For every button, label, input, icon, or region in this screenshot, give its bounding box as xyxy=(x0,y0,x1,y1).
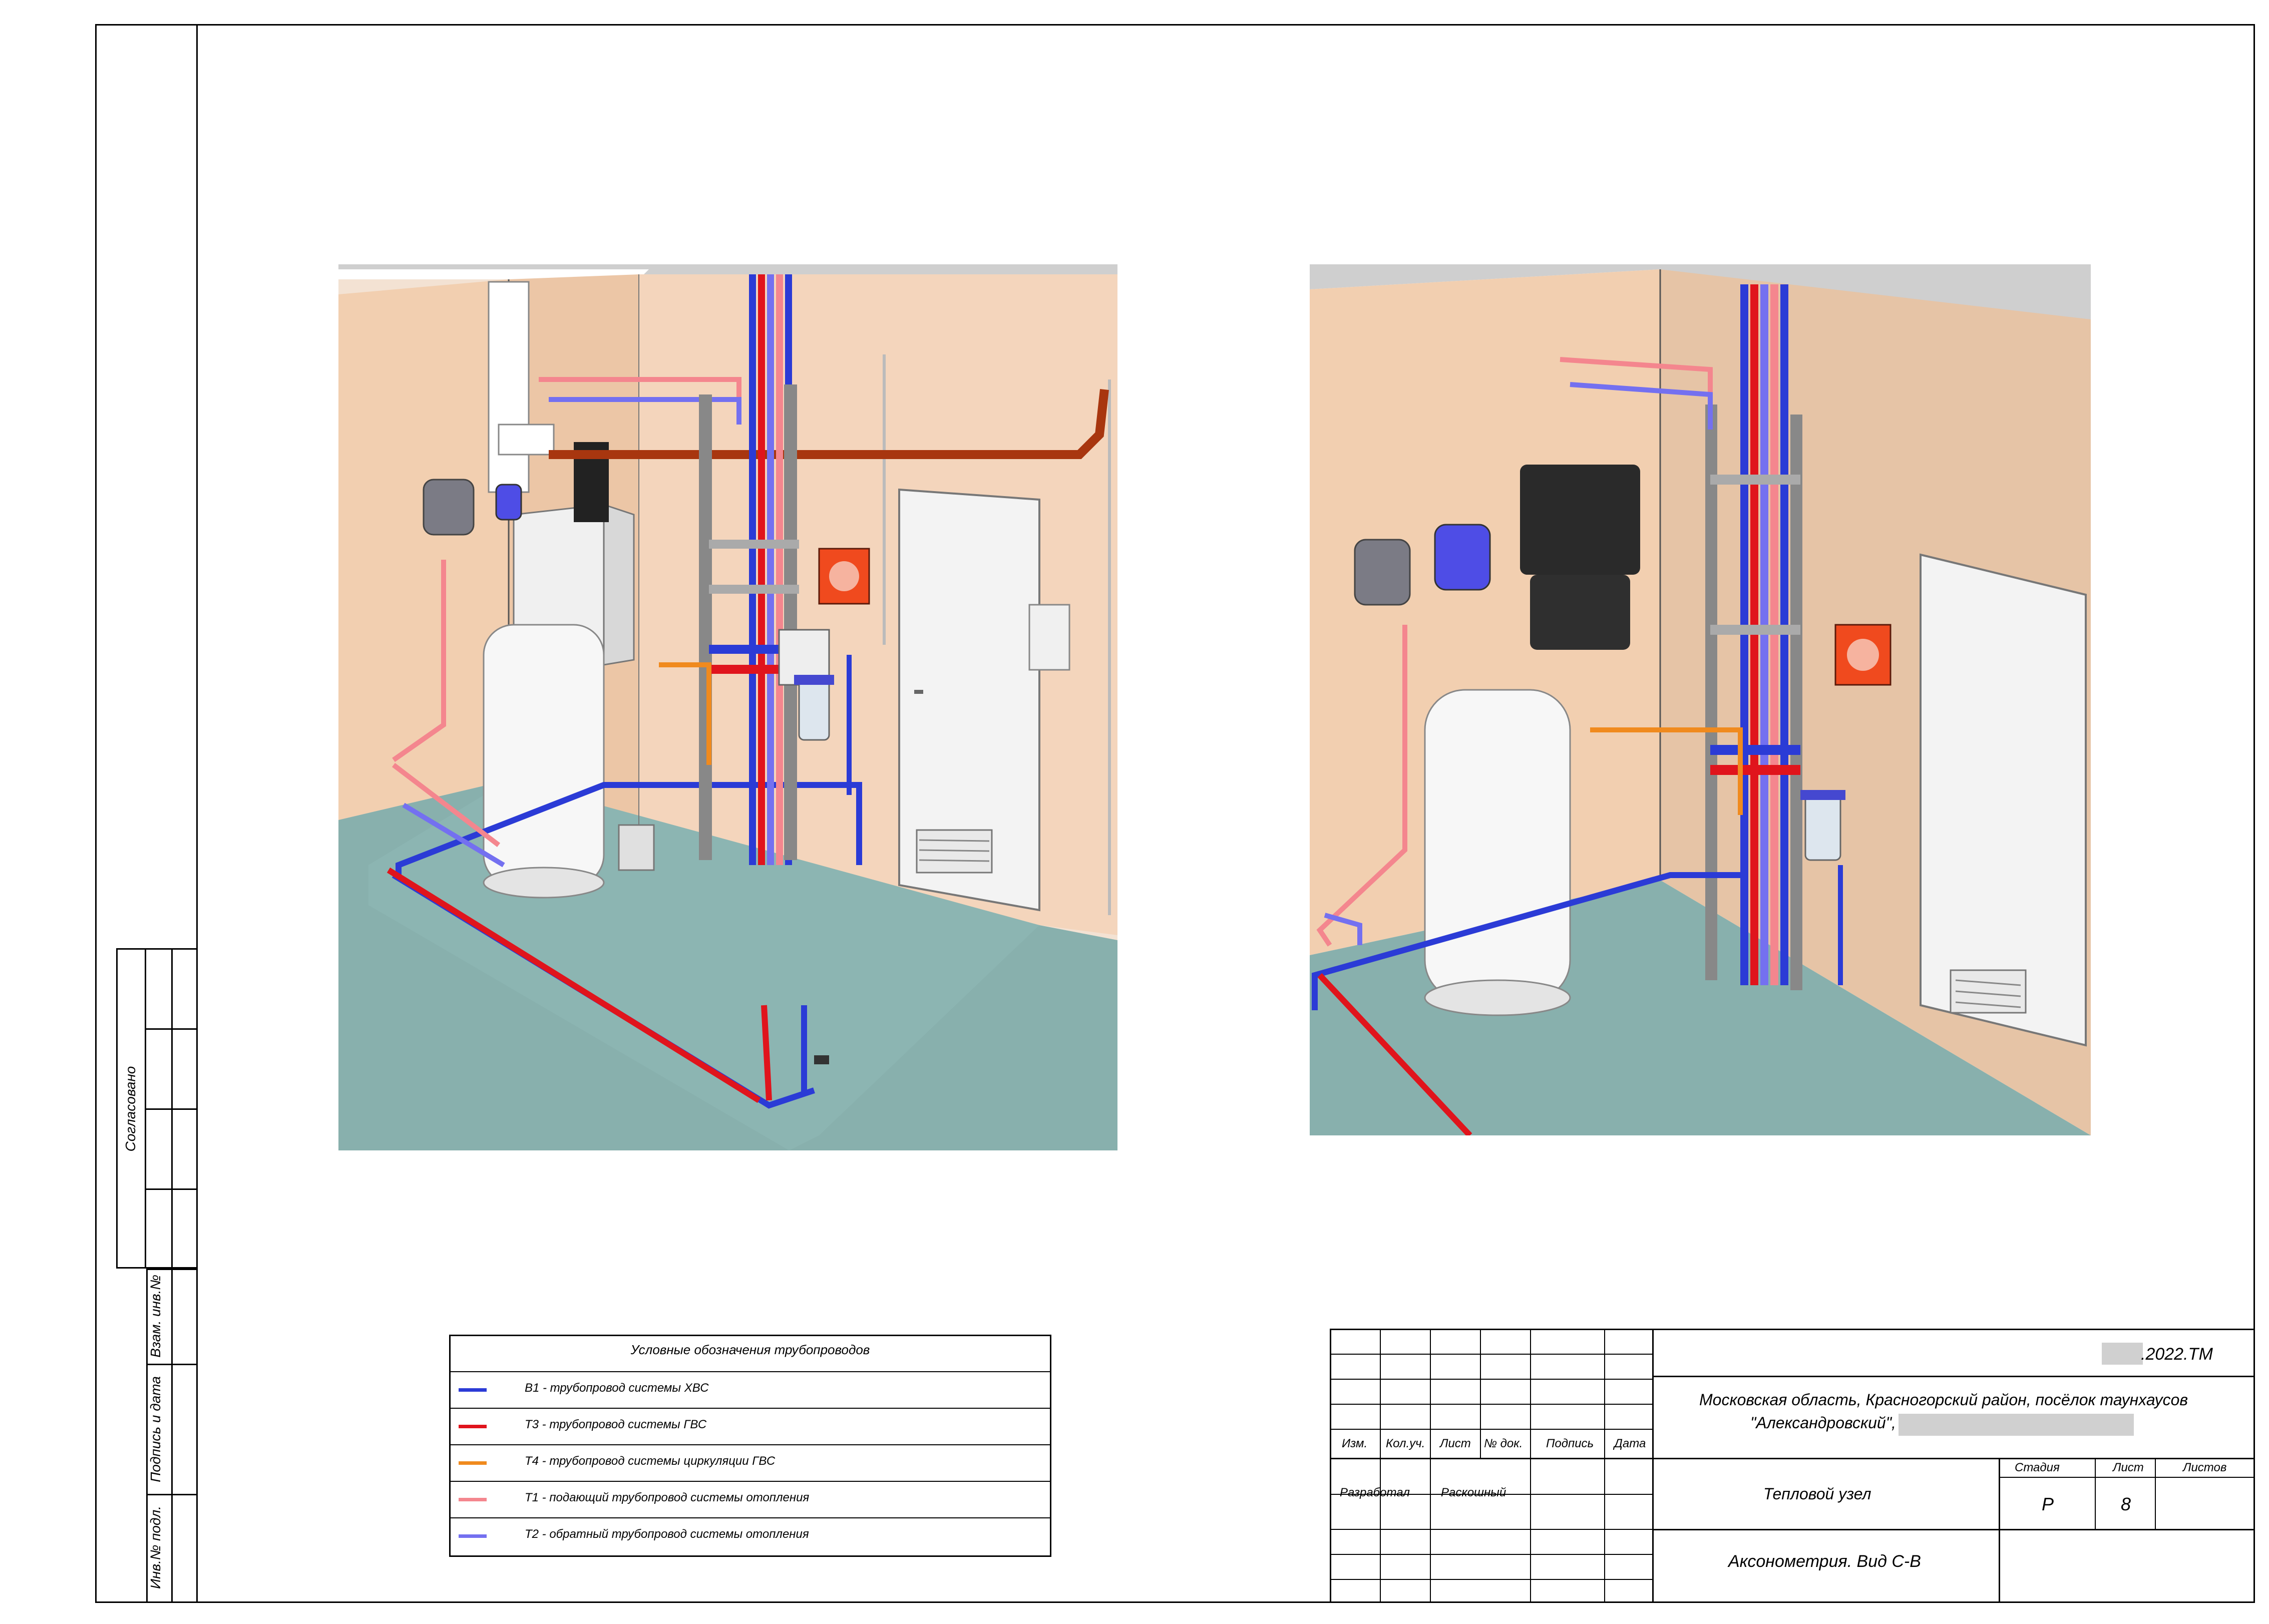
stage-value: Р xyxy=(2042,1494,2054,1514)
legend-line-hot-water xyxy=(459,1425,487,1428)
object-name: Тепловой узел xyxy=(1763,1485,1871,1503)
sign-date-label: Подпись и дата xyxy=(148,1376,163,1482)
legend-label: Т4 - трубопровод системы циркуляции ГВС xyxy=(525,1454,776,1468)
inv-orig-label: Инв.№ подл. xyxy=(148,1506,163,1589)
axonometry-view-left xyxy=(338,264,1117,1150)
sheet-label: Лист xyxy=(2113,1461,2144,1474)
col-header-date: Дата xyxy=(1614,1437,1646,1450)
col-header-doc: № док. xyxy=(1484,1437,1523,1450)
manifold-icon xyxy=(1705,404,1802,990)
sheets-label: Листов xyxy=(2183,1461,2227,1474)
expansion-tank-icon xyxy=(423,479,522,536)
water-heater-tank-icon xyxy=(1424,689,1571,1016)
water-heater-tank-icon xyxy=(483,624,605,899)
col-header-list: Лист xyxy=(1440,1437,1471,1450)
axonometry-view-right xyxy=(1310,264,2091,1135)
sheet-value: 8 xyxy=(2121,1494,2131,1514)
address-line-2: "Александровский", xyxy=(1750,1414,1896,1432)
fire-alarm-box-icon xyxy=(818,548,870,605)
manifold-icon xyxy=(699,384,830,860)
binding-strip-line xyxy=(196,24,198,1603)
legend-label: Т2 - обратный трубопровод системы отопле… xyxy=(525,1527,809,1541)
developer-name: Раскошный xyxy=(1441,1486,1506,1499)
legend-label: Т1 - подающий трубопровод системы отопле… xyxy=(525,1491,810,1504)
legend-label: В1 - трубопровод системы ХВС xyxy=(525,1381,709,1395)
legend-title: Условные обозначения трубопроводов xyxy=(630,1342,870,1357)
filter-icon xyxy=(1800,790,1845,861)
col-header-kol: Кол.уч. xyxy=(1386,1437,1425,1450)
door-icon xyxy=(898,488,1040,912)
redacted-doc-number xyxy=(2102,1343,2143,1365)
legend-row-dhw-recirculation: Т4 - трубопровод системы циркуляции ГВС xyxy=(451,1444,1050,1482)
legend-row-heating-supply: Т1 - подающий трубопровод системы отопле… xyxy=(451,1481,1050,1518)
legend-line-heating-return xyxy=(459,1534,487,1538)
pipe-legend: Условные обозначения трубопроводов В1 - … xyxy=(449,1335,1051,1557)
doc-code: .2022.ТМ xyxy=(2141,1345,2213,1364)
fire-alarm-box-icon xyxy=(1834,624,1892,686)
legend-line-dhw-recirculation xyxy=(459,1461,487,1465)
col-header-izm: Изм. xyxy=(1342,1437,1368,1450)
legend-row-hot-water: Т3 - трубопровод системы ГВС xyxy=(451,1408,1050,1445)
floor-drain-icon xyxy=(814,1055,829,1064)
legend-line-cold-water xyxy=(459,1388,487,1392)
redacted-address xyxy=(1899,1414,2134,1436)
col-header-sign: Подпись xyxy=(1546,1437,1594,1450)
developed-label: Разработал xyxy=(1340,1486,1410,1499)
replace-inv-label: Взам. инв.№ xyxy=(148,1275,163,1358)
address-line-1: Московская область, Красногорский район,… xyxy=(1699,1391,2188,1409)
legend-row-heating-return: Т2 - обратный трубопровод системы отопле… xyxy=(451,1517,1050,1555)
side-stamp: Согласовано Взам. инв.№ Подпись и дата И… xyxy=(116,948,198,1603)
stage-label: Стадия xyxy=(2015,1461,2060,1474)
sheet-frame xyxy=(95,24,2255,1603)
filter-icon xyxy=(794,675,834,741)
sheet-title: Аксонометрия. Вид С-В xyxy=(1728,1552,1921,1571)
boiler-icon xyxy=(1520,465,1640,650)
expansion-tank-icon xyxy=(1354,524,1491,606)
legend-line-heating-supply xyxy=(459,1498,487,1501)
title-block: Изм. Кол.уч. Лист № док. Подпись Дата Ра… xyxy=(1330,1329,2255,1603)
legend-row-cold-water: В1 - трубопровод системы ХВС xyxy=(451,1371,1050,1409)
door-icon xyxy=(1920,553,2087,1047)
chimney-pipe xyxy=(488,281,530,493)
agreed-label: Согласовано xyxy=(123,1066,138,1152)
legend-label: Т3 - трубопровод системы ГВС xyxy=(525,1418,707,1431)
